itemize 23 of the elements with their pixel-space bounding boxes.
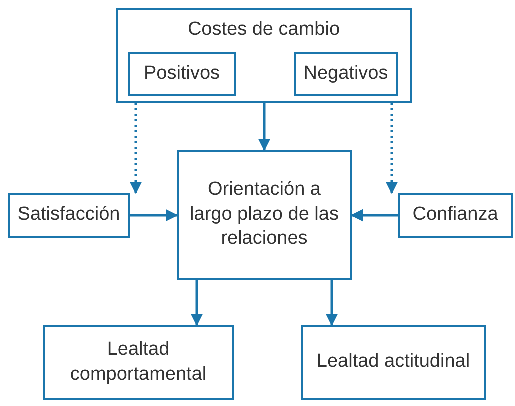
process-box bbox=[43, 325, 234, 400]
node-label: Satisfacción bbox=[18, 203, 120, 228]
node-label: Lealtad actitudinal bbox=[316, 350, 470, 374]
process-box bbox=[301, 325, 486, 400]
arrow bbox=[130, 103, 142, 194]
process-box bbox=[398, 193, 513, 238]
node-label: Costes de cambio bbox=[188, 18, 340, 42]
arrow bbox=[386, 103, 398, 194]
node-label: Negativos bbox=[304, 62, 388, 86]
arrow bbox=[258, 103, 271, 152]
arrow bbox=[326, 280, 338, 326]
arrow bbox=[190, 280, 204, 326]
process-box bbox=[116, 8, 412, 103]
node-label: Lealtad comportamental bbox=[69, 338, 208, 386]
node-label: Orientación a largo plazo de las relaciones bbox=[189, 178, 340, 252]
node-label: Confianza bbox=[412, 203, 498, 228]
process-box bbox=[8, 193, 130, 238]
node-label: Positivos bbox=[144, 62, 220, 86]
process-box bbox=[294, 52, 398, 96]
process-box bbox=[128, 52, 236, 96]
arrow bbox=[350, 209, 398, 222]
process-box bbox=[177, 150, 352, 280]
arrow bbox=[130, 209, 178, 222]
